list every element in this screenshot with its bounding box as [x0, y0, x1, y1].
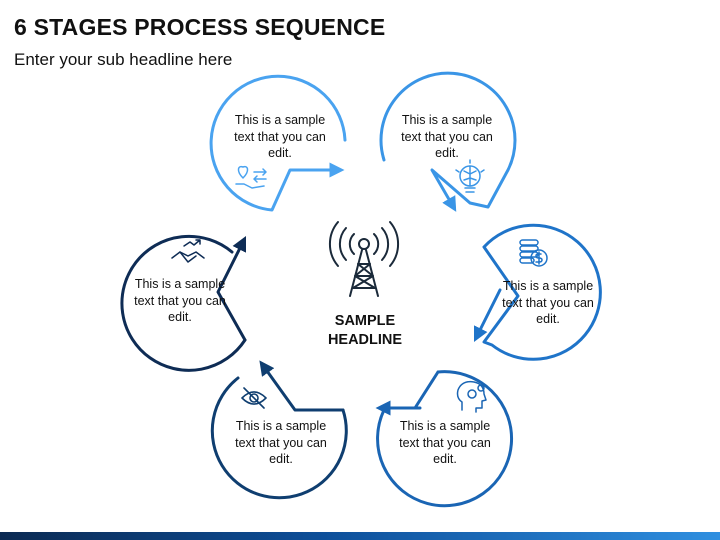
stage-1-ring: [209, 74, 347, 212]
handshake-icon: [171, 239, 205, 263]
care-exchange-icon: [235, 165, 267, 189]
stage-3-ring: [473, 223, 602, 361]
radio-tower-icon: [328, 221, 400, 297]
footer-accent-bar: [0, 532, 720, 540]
coins-dollar-icon: [519, 239, 548, 267]
center-headline-line2: HEADLINE: [327, 332, 403, 348]
slide-title: 6 STAGES PROCESS SEQUENCE: [14, 14, 386, 40]
stage-5-ring: [210, 360, 348, 500]
head-gears-icon: [456, 380, 487, 413]
brain-bulb-icon: [455, 159, 485, 193]
stage-5-text: This is a sample text that you can edit.: [235, 419, 327, 466]
hidden-eye-icon: [241, 387, 267, 409]
stage-3-text: This is a sample text that you can edit.: [502, 279, 594, 326]
center-headline-line1: SAMPLE: [334, 313, 396, 329]
stage-6-text: This is a sample text that you can edit.: [134, 277, 226, 324]
stage-6-ring: [120, 234, 247, 372]
center-headline: SAMPLE HEADLINE: [305, 312, 425, 350]
stage-1-text: This is a sample text that you can edit.: [234, 113, 326, 160]
stage-2-text: This is a sample text that you can edit.: [401, 113, 493, 160]
stage-4-text: This is a sample text that you can edit.: [399, 419, 491, 466]
stage-4-ring: [375, 370, 513, 508]
stage-2-ring: [379, 71, 517, 212]
slide-subtitle: Enter your sub headline here: [14, 50, 233, 69]
